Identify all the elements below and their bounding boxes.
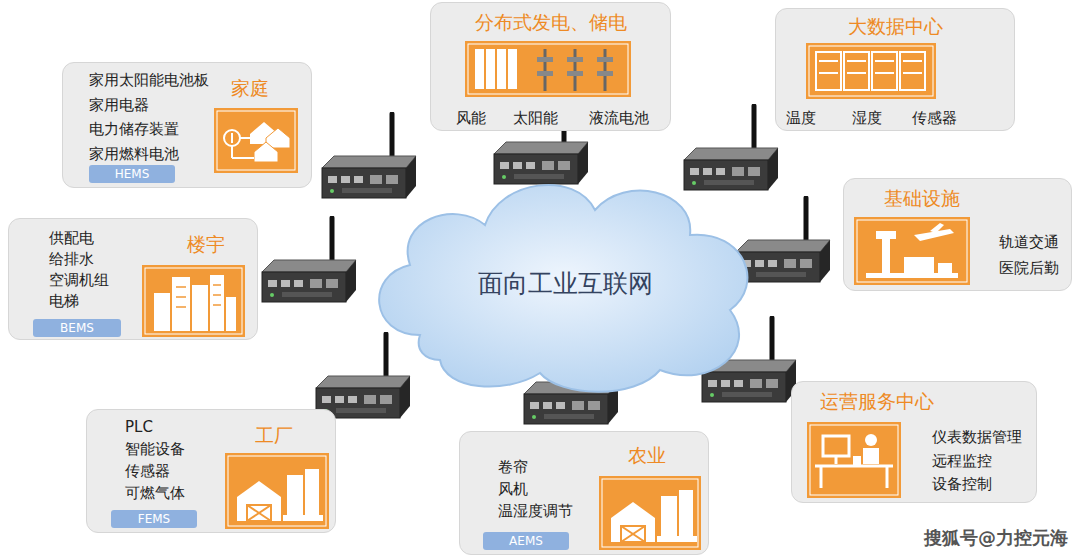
category-panel: 工厂 PLC 智能设备传感器可燃气体 FEMS: [86, 409, 336, 533]
panel-title: 运营服务中心: [820, 390, 934, 412]
gateway-device: [262, 218, 356, 302]
item-text: 传感器: [125, 462, 170, 480]
gateway-device: [736, 198, 830, 282]
item-text: 远程监控: [932, 452, 992, 470]
panel-title: 分布式发电、储电: [431, 11, 670, 33]
gateway-device: [322, 114, 416, 198]
system-tag: HEMS: [89, 165, 175, 183]
item-text: 家用电器: [89, 96, 149, 114]
tag-text: FEMS: [111, 510, 197, 528]
item-text: 温湿度调节: [498, 502, 573, 520]
system-tag: AEMS: [483, 532, 569, 550]
item-text: 轨道交通: [999, 233, 1059, 251]
item-text: 风机: [498, 480, 528, 498]
operations-icon: [807, 422, 901, 498]
category-panel: 分布式发电、储电风能 太阳能 液流电池: [430, 2, 671, 131]
item-text: 供配电: [49, 229, 94, 247]
gateway-device: [316, 334, 410, 418]
panel-title: 农业: [628, 444, 666, 466]
watermark: 搜狐号@力控元海: [924, 526, 1068, 550]
category-panel: 基础设施轨道交通医院后勤: [843, 178, 1072, 291]
item-text: 传感器: [912, 109, 957, 127]
panel-title: 基础设施: [884, 187, 960, 209]
panel-title: 大数据中心: [776, 15, 1014, 37]
cloud-text: 面向工业互联网: [478, 269, 653, 299]
category-panel: 大数据中心温度 湿度 传感器: [775, 8, 1015, 131]
category-panel: 家庭 家用太阳能电池板家用电器电力储存装置家用燃料电池 HEMS: [62, 62, 312, 188]
item-text: 给排水: [49, 250, 94, 268]
infrastructure-icon: [854, 217, 970, 285]
item-text: 卷帘: [498, 458, 528, 476]
tag-text: BEMS: [33, 319, 121, 337]
farm-icon: [599, 476, 701, 550]
home-icon: [214, 108, 298, 173]
item-text: 温度: [786, 109, 816, 127]
panel-title: 楼宇: [187, 233, 225, 255]
item-text: 风能: [456, 109, 486, 127]
item-text: 液流电池: [589, 109, 649, 127]
item-text: 电梯: [49, 292, 79, 310]
item-text: 医院后勤: [999, 259, 1059, 277]
tag-text: AEMS: [483, 532, 569, 550]
gateway-device: [684, 106, 778, 190]
building-icon: [142, 265, 245, 337]
panel-title: 工厂: [255, 424, 293, 446]
item-text: 可燃气体: [125, 484, 185, 502]
item-text: 湿度: [852, 109, 882, 127]
item-text: 家用燃料电池: [89, 145, 179, 163]
item-text: 电力储存装置: [89, 120, 179, 138]
item-text: PLC: [125, 418, 153, 436]
item-text: 仪表数据管理: [932, 428, 1022, 446]
system-tag: BEMS: [33, 319, 121, 337]
network-cloud: 面向工业互联网: [360, 165, 770, 395]
category-panel: 运营服务中心仪表数据管理远程监控设备控制: [791, 381, 1037, 503]
item-text: 空调机组: [49, 271, 109, 289]
system-tag: FEMS: [111, 510, 197, 528]
panel-title: 家庭: [231, 77, 269, 99]
category-panel: 农业卷帘风机温湿度调节 AEMS: [459, 431, 709, 555]
power-icon: [465, 41, 631, 97]
item-text: 家用太阳能电池板: [89, 71, 209, 89]
category-panel: 楼宇 供配电给排水空调机组电梯 BEMS: [8, 218, 258, 340]
item-text: 太阳能: [513, 109, 558, 127]
server-icon: [806, 43, 936, 99]
item-text: 智能设备: [125, 440, 185, 458]
factory-icon: [225, 453, 329, 529]
tag-text: HEMS: [89, 165, 175, 183]
item-text: 设备控制: [932, 475, 992, 493]
